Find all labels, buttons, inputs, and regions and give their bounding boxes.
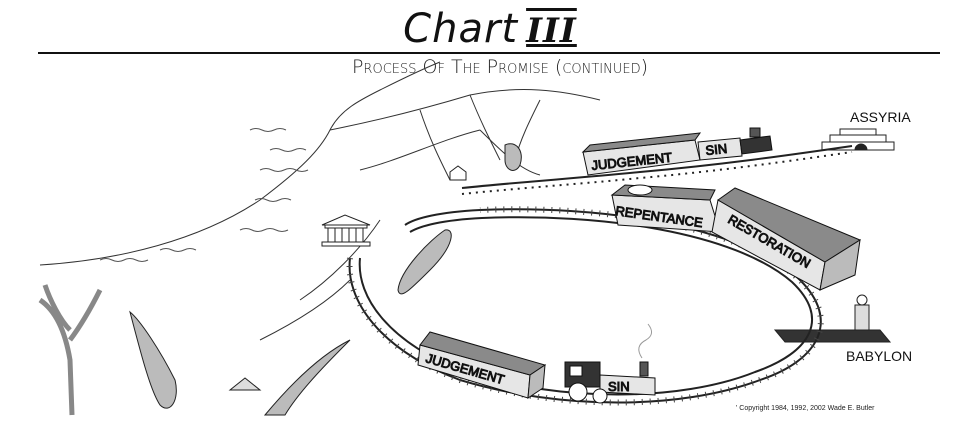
chart-subtitle: Process Of The Promise (continued) (351, 56, 649, 78)
map (39, 61, 601, 341)
lower-sin-label: SIN (608, 379, 630, 394)
restoration-car: RESTORATION (711, 187, 862, 291)
gulf-of-aqaba (263, 339, 351, 416)
copyright-notice: ' Copyright 1984, 1992, 2002 Wade E. But… (736, 405, 875, 412)
temple-icon (321, 214, 371, 247)
title-text: Chart (403, 6, 519, 52)
upper-sin-label: SIN (705, 141, 728, 158)
title-numeral: III (526, 11, 577, 51)
dead-sea (397, 229, 452, 295)
label-assyria: ASSYRIA (850, 109, 911, 125)
ziggurat-icon (821, 128, 895, 151)
sea-waves (99, 128, 309, 262)
sea-of-galilee (504, 143, 522, 171)
upper-sin-engine: SIN (697, 127, 773, 161)
mountain-icon (228, 377, 262, 391)
label-babylon: BABYLON (846, 348, 912, 364)
babylon-platform-icon (773, 294, 892, 343)
nile-river (38, 284, 103, 416)
house-icon (449, 165, 467, 181)
lower-sin-engine: SIN (564, 323, 656, 404)
lower-judgement-car: JUDGEMENT (417, 331, 547, 399)
gulf-of-suez (129, 310, 177, 409)
title-divider (38, 52, 940, 54)
repentance-car: REPENTANCE (610, 184, 721, 233)
